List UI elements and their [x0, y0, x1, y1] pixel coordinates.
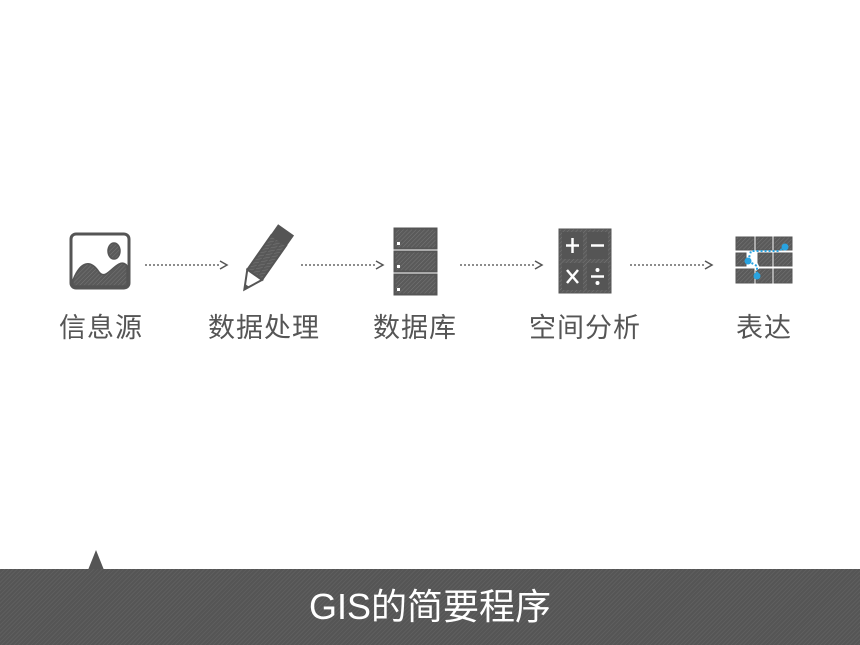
- flow-arrow-2: [301, 260, 385, 270]
- flow-arrow-1: [145, 260, 229, 270]
- flow-arrow-3: [460, 260, 544, 270]
- footer-banner: [0, 569, 860, 645]
- calculator-icon: [558, 228, 612, 294]
- step-label-data-processing: 数据处理: [208, 313, 320, 344]
- step-label-information-source: 信息源: [59, 313, 143, 344]
- step-label-expression: 表达: [736, 313, 792, 344]
- database-icon: [393, 227, 438, 296]
- pencil-icon: [243, 224, 295, 292]
- flow-arrow-4: [630, 260, 714, 270]
- step-label-spatial-analysis: 空间分析: [529, 313, 641, 344]
- image-icon: [69, 232, 131, 290]
- map-route-icon: [735, 236, 793, 284]
- footer-title: GIS的简要程序: [308, 586, 552, 627]
- footer-pointer: [88, 550, 104, 570]
- step-label-database: 数据库: [373, 313, 457, 344]
